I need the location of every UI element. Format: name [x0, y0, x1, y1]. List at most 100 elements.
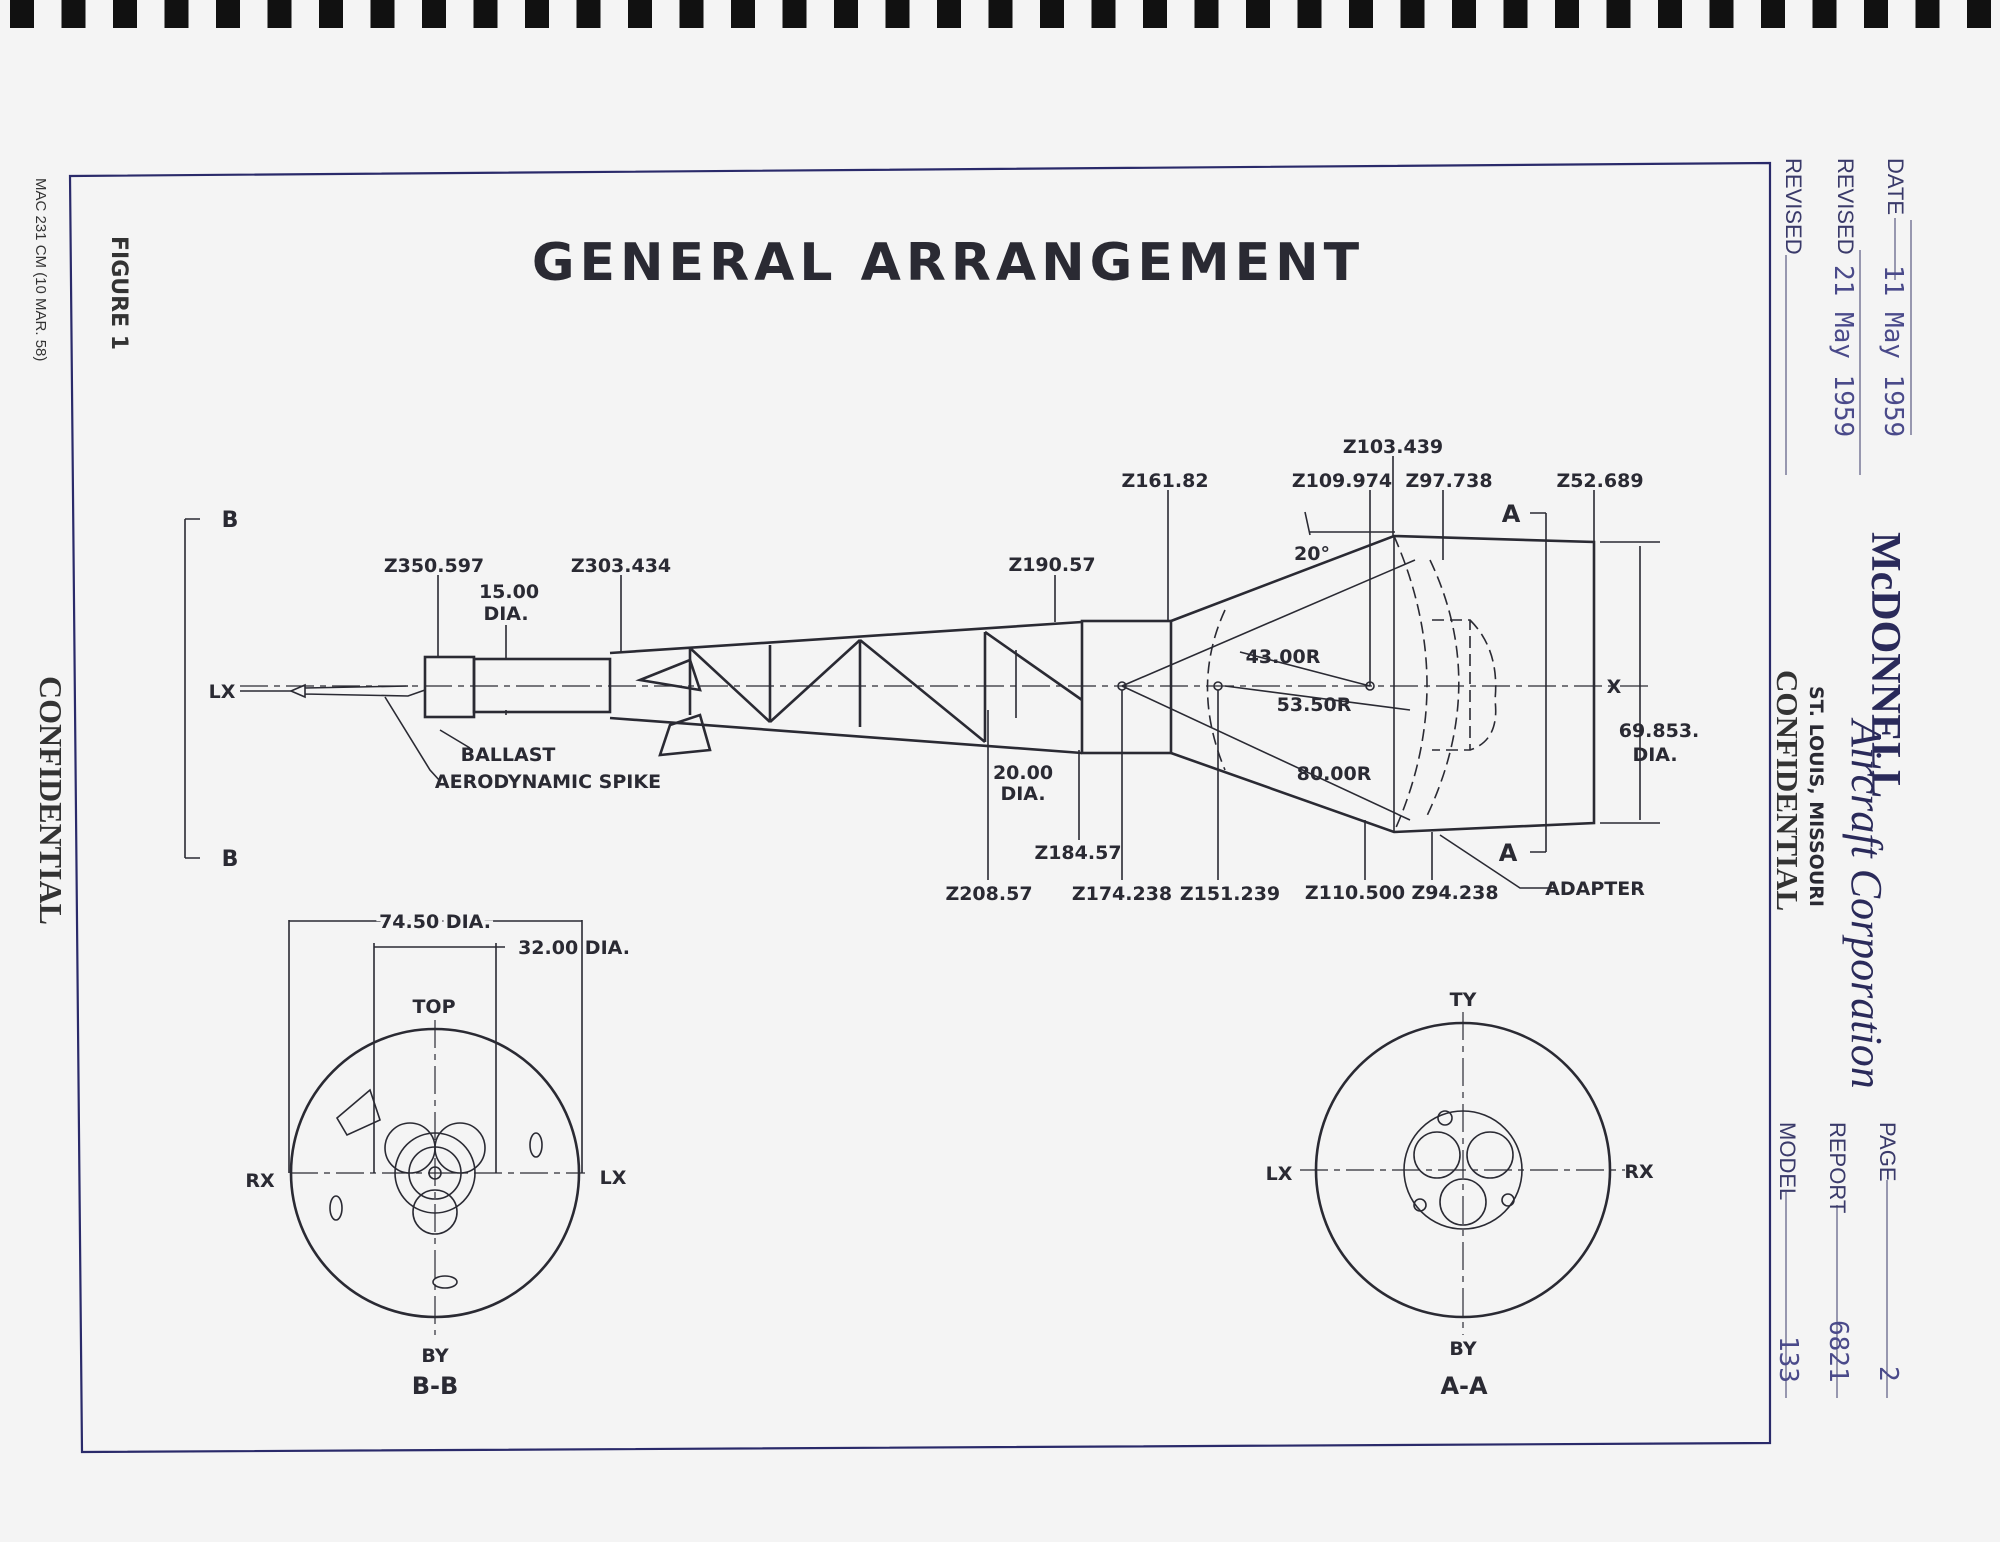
binder-hole: [1040, 0, 1064, 28]
binder-hole: [885, 0, 910, 28]
label-r80: 80.00R: [1297, 763, 1372, 785]
binder-hole: [988, 0, 1013, 28]
label-z174: Z174.238: [1072, 883, 1172, 905]
binder-hole: [1761, 0, 1785, 28]
binder-hole: [1400, 0, 1425, 28]
binder-hole: [1864, 0, 1888, 28]
label-dia32: 32.00 DIA.: [518, 937, 630, 959]
label-ballast: BALLAST: [461, 744, 556, 766]
label-by-bb: BY: [421, 1345, 448, 1367]
form-number: MAC 231 CM (10 MAR. 58): [32, 178, 49, 361]
binder-hole: [216, 0, 240, 28]
binder-hole: [731, 0, 755, 28]
label-spike: AERODYNAMIC SPIKE: [435, 771, 661, 793]
frame-border: [68, 161, 1772, 1454]
binder-hole: [113, 0, 137, 28]
label-lx-aa: LX: [1266, 1163, 1293, 1185]
label-z190: Z190.57: [1008, 554, 1095, 576]
binder-hole: [1246, 0, 1270, 28]
binder-hole: [1658, 0, 1682, 28]
figure-label: FIGURE 1: [106, 236, 131, 350]
label-dia15b: DIA.: [483, 603, 528, 625]
report-label: REPORT: [1825, 1122, 1850, 1213]
binder-hole: [1812, 0, 1837, 28]
section-a-bottom: A: [1499, 839, 1518, 867]
label-z303: Z303.434: [571, 555, 671, 577]
revised-label-2: REVISED: [1781, 158, 1806, 255]
leader-lines: [184, 456, 1660, 889]
binder-hole: [10, 0, 34, 28]
model-value: 133: [1773, 1336, 1803, 1383]
revised-value-1: 21 May 1959: [1828, 265, 1858, 437]
label-dia20: 20.00: [993, 762, 1053, 784]
binder-hole: [319, 0, 343, 28]
label-z161: Z161.82: [1121, 470, 1208, 492]
label-r43: 43.00R: [1246, 646, 1321, 668]
binder-hole: [1297, 0, 1322, 28]
date-value: 11 May 1959: [1878, 265, 1908, 437]
label-top: TOP: [412, 996, 455, 1018]
tower-tube: [472, 657, 612, 714]
label-adapter: ADAPTER: [1545, 878, 1645, 900]
page-value: 2: [1873, 1366, 1903, 1382]
tower-ring: [1080, 619, 1173, 755]
binder-hole: [1194, 0, 1219, 28]
label-r53: 53.50R: [1277, 694, 1352, 716]
view-a-a: TY LX RX BY A-A: [1266, 989, 1654, 1400]
report-value: 6821: [1823, 1320, 1853, 1383]
binder-hole: [525, 0, 549, 28]
section-b-bottom: B: [222, 847, 239, 872]
retro-package: [1432, 619, 1497, 751]
capsule-cone: [1170, 534, 1596, 834]
binder-holes: [10, 0, 1991, 28]
title-block: DATE 11 May 1959 REVISED 21 May 1959 REV…: [1770, 158, 1912, 1398]
view-b-b: 74.50 DIA. 32.00 DIA. TOP RX LX BY B-B: [245, 907, 630, 1400]
binder-hole: [1143, 0, 1167, 28]
binder-hole: [576, 0, 601, 28]
binder-hole: [267, 0, 292, 28]
label-z110: Z110.500: [1305, 882, 1405, 904]
axis-lx: LX: [209, 681, 236, 703]
classification-left: CONFIDENTIAL: [33, 676, 69, 925]
binder-hole: [370, 0, 395, 28]
page-title: GENERAL ARRANGEMENT: [532, 233, 1364, 293]
label-z350: Z350.597: [384, 555, 484, 577]
binder-hole: [164, 0, 189, 28]
revised-label-1: REVISED: [1833, 158, 1858, 255]
binder-hole: [61, 0, 86, 28]
binder-hole: [1349, 0, 1373, 28]
ballast: [423, 655, 476, 719]
binder-hole: [1709, 0, 1734, 28]
escape-tower-truss: [609, 620, 1083, 755]
label-rx-bb: RX: [245, 1170, 275, 1192]
binder-hole: [473, 0, 498, 28]
binder-hole: [937, 0, 961, 28]
view-name-bb: B-B: [412, 1372, 459, 1400]
escape-rocket-nozzles: [635, 658, 712, 757]
label-z208: Z208.57: [945, 883, 1032, 905]
binder-hole: [1503, 0, 1528, 28]
binder-hole: [628, 0, 652, 28]
company-location: ST. LOUIS, MISSOURI: [1805, 686, 1827, 907]
axis-x: X: [1607, 676, 1622, 698]
binder-hole: [1091, 0, 1116, 28]
binder-hole: [1915, 0, 1940, 28]
binder-hole: [679, 0, 704, 28]
label-z97: Z97.738: [1405, 470, 1492, 492]
label-z94: Z94.238: [1411, 882, 1498, 904]
label-angle: 20°: [1294, 543, 1330, 565]
company-script: Aircraft Corporation: [1842, 717, 1891, 1089]
label-z184: Z184.57: [1034, 842, 1121, 864]
section-a-top: A: [1502, 500, 1521, 528]
label-dia20b: DIA.: [1000, 783, 1045, 805]
company-logo: McDONNELL: [1862, 532, 1908, 798]
heatshield-arc: [1206, 535, 1460, 833]
side-view: Z350.597 Z303.434 15.00 DIA. Z190.57 Z16…: [184, 436, 1699, 905]
section-b-top: B: [222, 508, 239, 533]
label-dia74: 74.50 DIA.: [379, 911, 491, 933]
date-label: DATE: [1883, 158, 1908, 215]
label-dia15: 15.00: [479, 581, 539, 603]
binder-hole: [1967, 0, 1991, 28]
